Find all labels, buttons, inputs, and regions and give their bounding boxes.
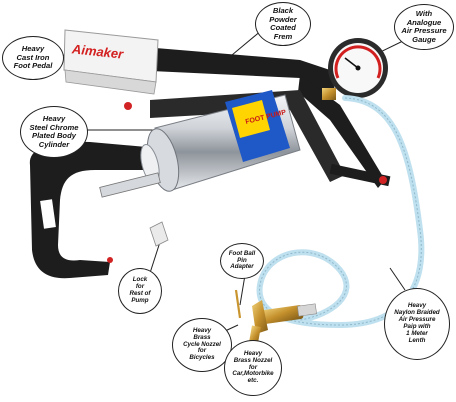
callout-cycle-nozzle: Heavy Brass Cycle Nozzel for Bicycles (172, 318, 232, 372)
callout-motorbike-nozzle: Heavy Brass Nozzel for Car,Motorbike etc… (224, 340, 282, 396)
frame-bolt (124, 102, 132, 110)
frame-slot (60, 234, 76, 256)
callout-black-powder-frame: Black Powder Coated Frem (255, 2, 311, 46)
chrome-cylinder: FOOT PUMP (99, 90, 301, 198)
rear-frame-bar (120, 45, 335, 95)
right-frame-arm (298, 75, 385, 188)
callout-braided-hose: Heavy Naylon Braided Air Pressure Paip w… (384, 288, 450, 360)
foot-pedal-plate (63, 29, 159, 95)
hose-braid-pattern (259, 97, 422, 326)
lock-pin (149, 221, 169, 247)
frame-bolt (107, 257, 113, 263)
callout-pressure-gauge: With Analogue Air Pressure Gauge (394, 4, 454, 50)
brass-nozzle (248, 300, 317, 349)
ball-pin-adapter (234, 289, 242, 319)
pedal-hinge-rod (329, 163, 391, 187)
front-frame-base (29, 141, 180, 279)
callout-foot-pedal: Heavy Cast Iron Foot Pedal (2, 36, 64, 80)
callout-ball-pin-adapter: Foot Ball Pin Adapter (220, 243, 264, 279)
analogue-pressure-gauge (322, 38, 388, 100)
frame-bolt (379, 176, 387, 184)
frame-side-plate (150, 90, 345, 182)
callout-chrome-cylinder: Heavy Steel Chrome Plated Body Cylinder (20, 106, 88, 158)
callout-lock-pin: Lock for Rest of Pump (118, 268, 162, 314)
frame-slot (40, 199, 56, 229)
